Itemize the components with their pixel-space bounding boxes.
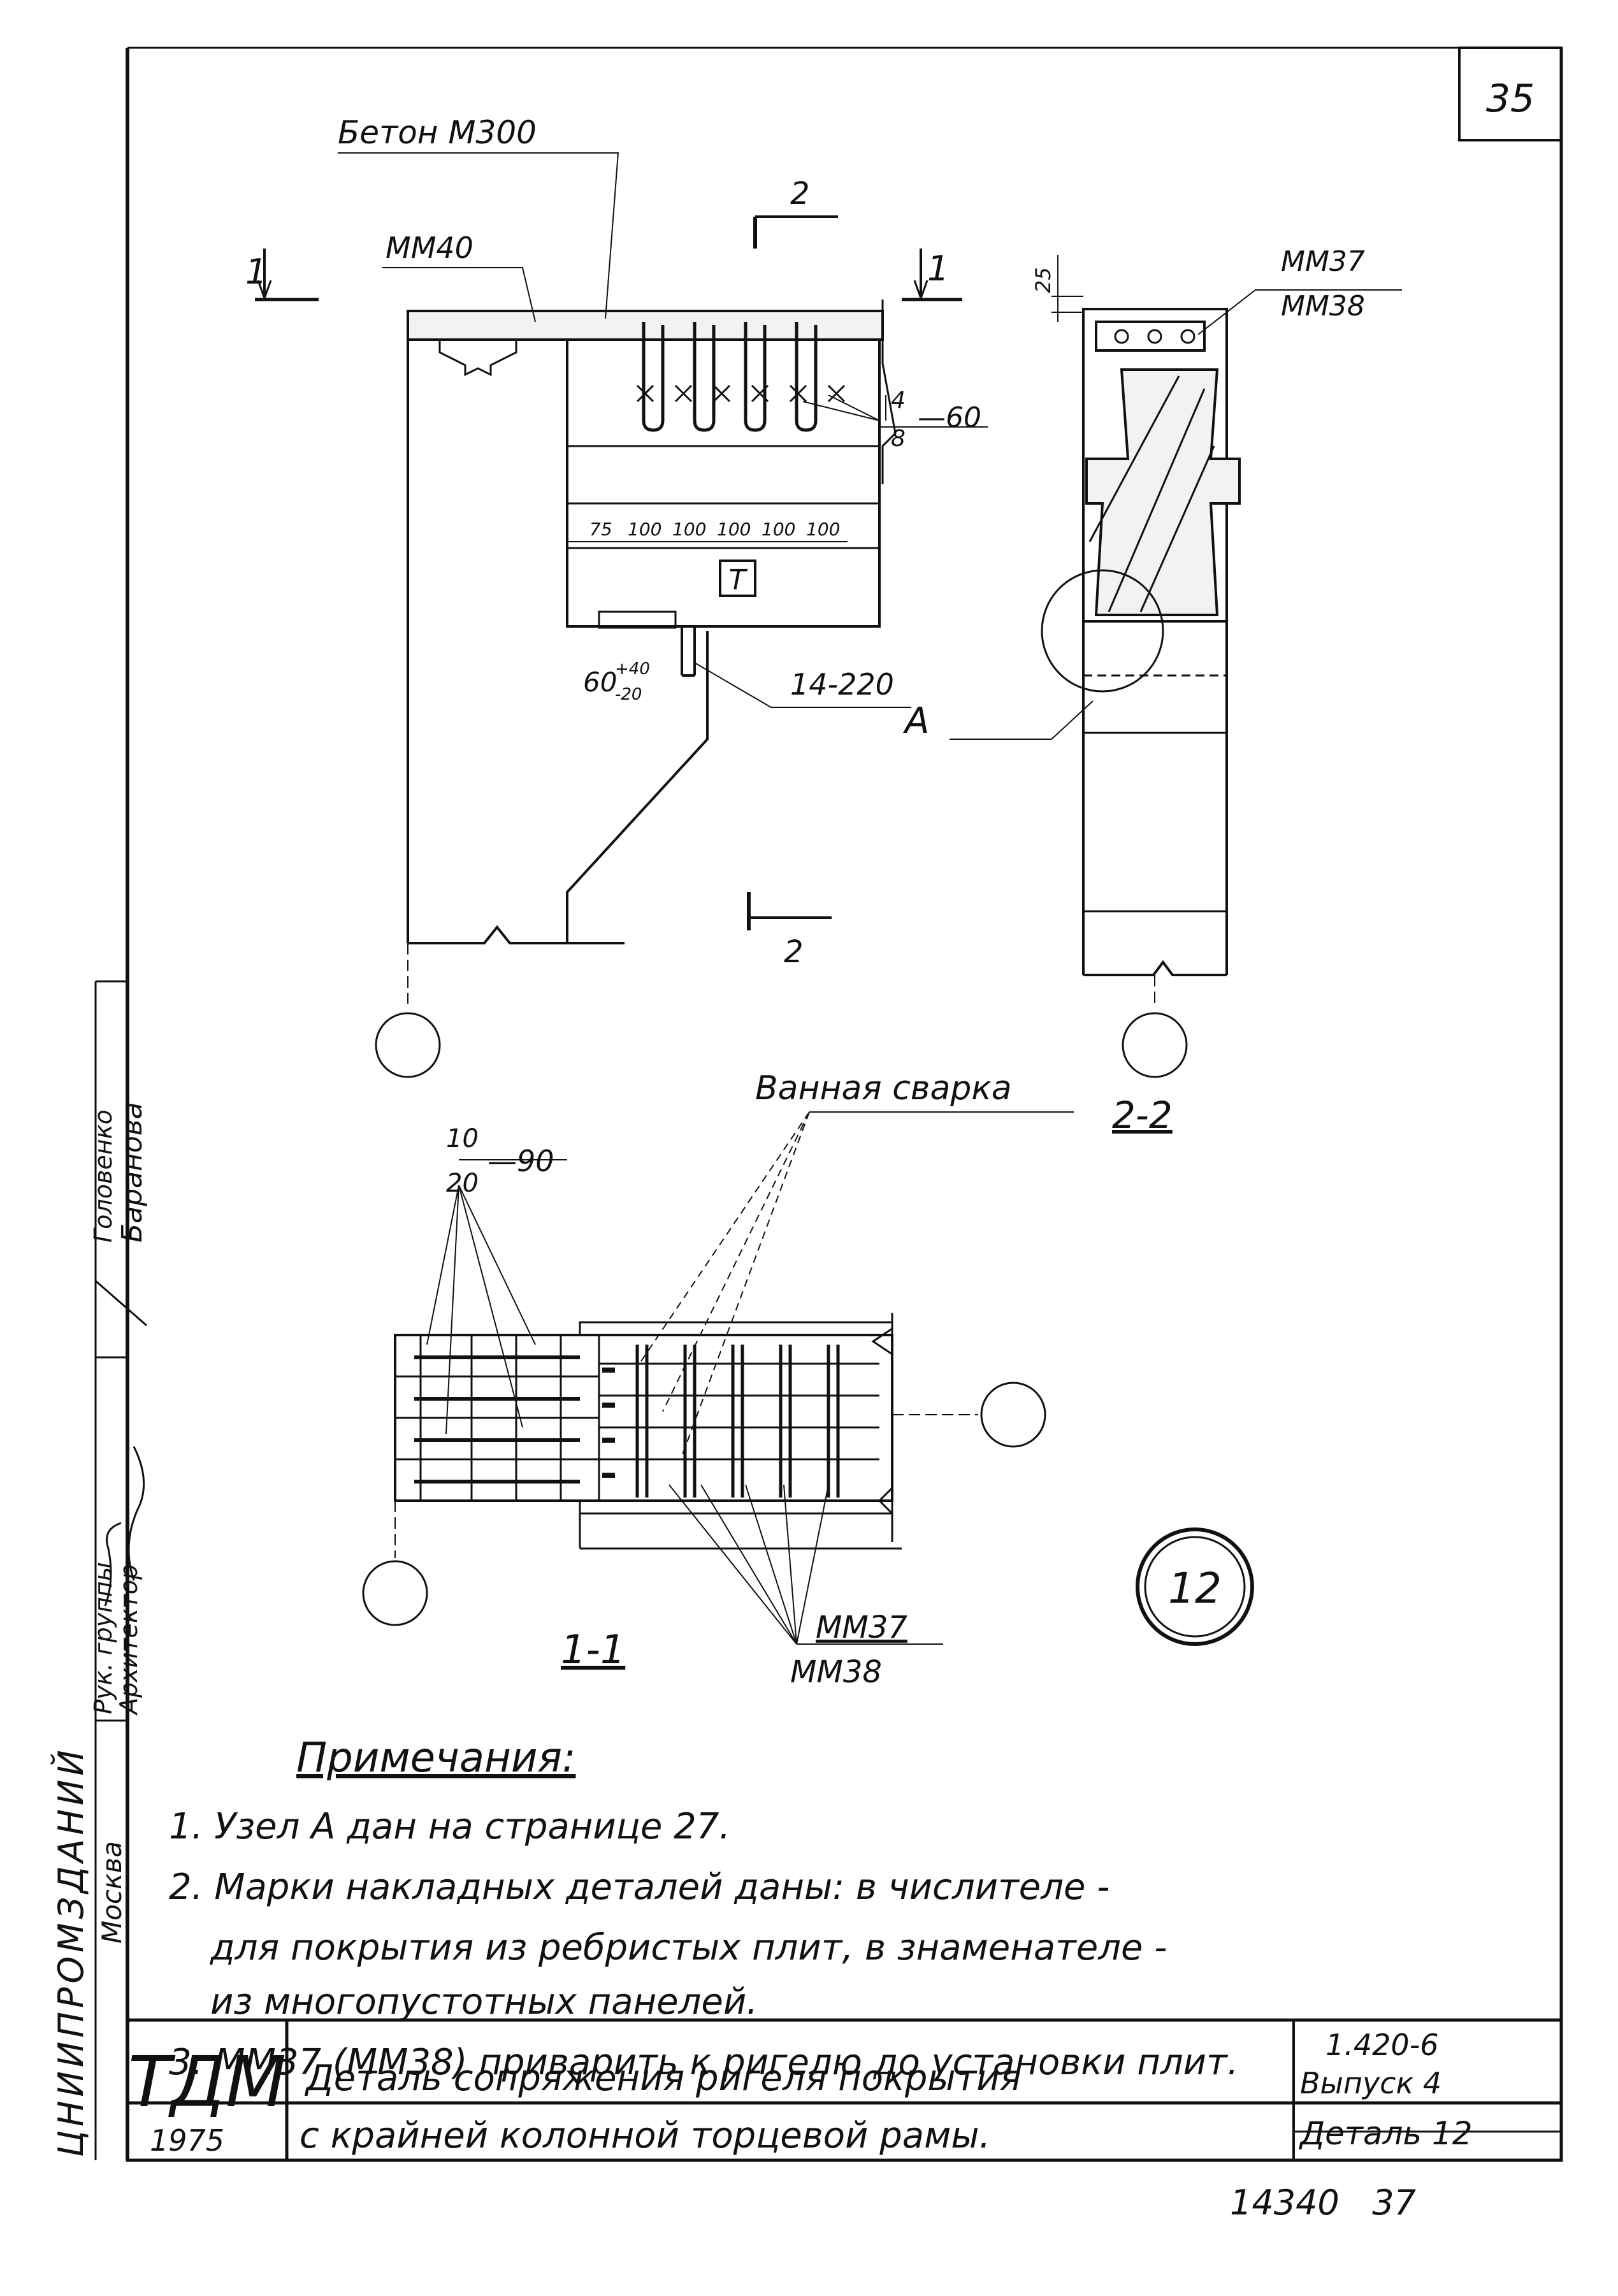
marker-t: Т	[729, 564, 748, 596]
dim-100-2: 100	[672, 519, 706, 540]
label-mm40: ММ40	[386, 231, 473, 265]
note-1: 1. Узел А дан на странице 27.	[169, 1806, 730, 1847]
label-section1-left: 1	[245, 252, 267, 292]
axis-bubble-left-plan	[362, 1560, 428, 1626]
label-section-2-2: 2-2	[1112, 1094, 1173, 1137]
side-stamp-role2: Архитектор	[115, 1564, 143, 1716]
side-stamp-name1: Головенко	[89, 1109, 117, 1243]
note-2-cont1: для покрытия из ребристых плит, в знамен…	[210, 1927, 1167, 1968]
label-detail-number: 12	[1168, 1564, 1222, 1613]
notes-title: Примечания:	[296, 1735, 576, 1782]
elevation-labels: Бетон М300 ММ40 2 2 1 1 4 8 —60 75 100 1…	[245, 114, 981, 970]
detail-number-circle	[1136, 1527, 1254, 1646]
crossbar-beam	[566, 338, 881, 628]
title-logo: ТДМ	[128, 2041, 286, 2123]
marker-t-box	[719, 560, 756, 597]
side-stamp-name2: Баранова	[116, 1102, 148, 1243]
dim-100-4: 100	[762, 519, 795, 540]
notes-block: Примечания: 1. Узел А дан на странице 27…	[169, 1735, 1239, 2083]
side-stamp-role1: Рук. группы	[89, 1562, 117, 1714]
note-2-cont2: из многопустотных панелей.	[210, 1981, 758, 2023]
page-number: 35	[1486, 76, 1535, 121]
title-line-1: Деталь сопряжения ригеля покрытия	[304, 2058, 1021, 2099]
label-mm38-bottom: ММ38	[790, 1654, 882, 1690]
label-tol-60: 60	[583, 667, 617, 698]
label-tol-plus: +40	[615, 660, 650, 679]
signature-marks	[95, 1280, 147, 1606]
label-frac-8: 8	[891, 426, 906, 452]
title-detail: Деталь 12	[1299, 2115, 1473, 2152]
label-mm38-top: ММ38	[1281, 290, 1365, 322]
label-frac-20: 20	[446, 1169, 479, 1198]
label-section-1-1: 1-1	[561, 1626, 625, 1673]
label-frac-4: 4	[891, 387, 906, 414]
side-stamp-org: ЦНИИПРОМЗДАНИЙ	[51, 1746, 91, 2157]
label-tol-minus: -20	[615, 685, 642, 704]
dim-100-3: 100	[717, 519, 751, 540]
label-section2-top: 2	[790, 176, 810, 212]
section-2-2-labels: 25 ММ37 ММ38 А 2-2	[903, 245, 1365, 1137]
title-year: 1975	[150, 2123, 224, 2158]
label-frac-4-8-suffix: —60	[918, 401, 981, 434]
title-issue: Выпуск 4	[1300, 2066, 1441, 2100]
section-1-1-labels: Ванная сварка 10 20 —90 1-1 ММ37 ММ38 12	[446, 1069, 1222, 1690]
axis-bubble-left-top	[375, 1012, 441, 1078]
label-mm37-bottom: ММ37	[816, 1610, 907, 1645]
label-dim-25: 25	[1031, 267, 1055, 293]
label-bath-weld: Ванная сварка	[755, 1069, 1012, 1108]
label-frac-10: 10	[446, 1124, 479, 1153]
elevation-view	[255, 152, 988, 1078]
label-beam-14-220: 14-220	[790, 667, 894, 702]
side-stamp: ЦНИИПРОМЗДАНИЙ Москва Рук. группы Архите…	[51, 1102, 148, 2157]
weld-crosses	[636, 384, 846, 403]
title-series: 1.420-6	[1325, 2028, 1439, 2062]
label-mm37-top: ММ37	[1281, 245, 1365, 278]
dim-100-1: 100	[628, 519, 661, 540]
label-section1-right: 1	[927, 249, 949, 289]
node-a-circle	[1041, 569, 1164, 693]
side-stamp-city: Москва	[96, 1841, 127, 1944]
label-frac-10-20-suffix: —90	[488, 1144, 554, 1178]
note-3: 3. ММ37 (ММ38) приварить к ригелю до уст…	[169, 2042, 1239, 2083]
dim-75: 75	[589, 519, 612, 540]
section-2-2-view	[950, 255, 1402, 1078]
section-1-1-view	[362, 1111, 1254, 1646]
axis-bubble-right-top	[1122, 1012, 1188, 1078]
title-line-2: с крайней колонной торцевой рамы.	[300, 2115, 990, 2156]
footer-number: 14340 37	[1230, 2183, 1416, 2223]
label-node-a: А	[903, 700, 929, 742]
label-concrete: Бетон М300	[338, 114, 537, 151]
note-2: 2. Марки накладных деталей даны: в числи…	[169, 1866, 1109, 1908]
dim-100-5: 100	[806, 519, 840, 540]
label-section2-bottom: 2	[784, 934, 804, 970]
axis-bubble-right-plan	[980, 1382, 1046, 1448]
title-block-main	[126, 2018, 1563, 2162]
stirrups	[642, 322, 818, 432]
